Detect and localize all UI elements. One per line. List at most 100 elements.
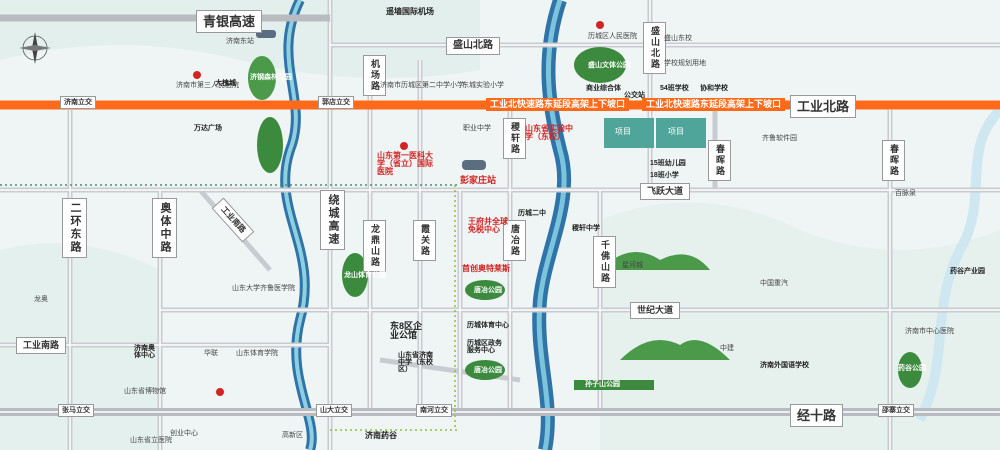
park-tangye <box>465 280 505 300</box>
park-sunzi <box>574 380 654 390</box>
poi-zhixun: 职业中学 <box>463 125 491 132</box>
poi-gongyuan: 公交站 <box>624 92 645 99</box>
road-label-longding: 龙鼎山路 <box>363 220 386 272</box>
river-east <box>915 106 1000 423</box>
road-label-yuanshan: 盛山北路 <box>446 37 500 55</box>
road-label-yuanshan-vert: 盛山北路 <box>643 22 666 74</box>
road-label-aoti: 奥体中路 <box>152 198 177 258</box>
poi-yaogu-park: 药谷产业园 <box>950 268 985 275</box>
poi-shihua: 百脉泉 <box>895 190 916 197</box>
park-tangye-2 <box>465 360 505 380</box>
poi-tangye-park: 唐冶公园 <box>474 287 502 294</box>
poi-licheng-hosp: 山东省立医院 <box>130 437 172 444</box>
road-label-gongye-south: 工业南路 <box>16 337 67 354</box>
poi-jinan-yaocheng: 济南药谷 <box>365 431 397 440</box>
poi-xiehe: 协和学校 <box>700 85 728 92</box>
poi-shandong-tiyu: 山东体育学院 <box>236 350 278 357</box>
poi-primary-18: 18班小学 <box>650 172 679 179</box>
poi-gaoxin: 高新区 <box>282 432 303 439</box>
poi-jinan-zhong: 山东省济南中学（东校区） <box>398 352 433 373</box>
poi-ydyl: 中国重汽 <box>760 280 788 287</box>
station-pengjia: 彭家庄站 <box>460 175 497 185</box>
mountain-2 <box>620 340 730 360</box>
compass-icon <box>19 32 51 64</box>
park-wanda <box>257 117 283 173</box>
poi-jinan-foreign: 济南外国语学校 <box>760 362 809 369</box>
poi-hospital-3: 济南市第三人民医院 <box>176 82 239 89</box>
road-label-banner: 工业北快速路东延段高架上下坡口 <box>486 98 630 111</box>
project-block-1 <box>604 118 654 148</box>
road-label-xiaguan: 霞关路 <box>413 220 436 261</box>
poi-hualian: 华联 <box>204 350 218 357</box>
poi-zhaohuo: 商业综合体 <box>586 85 621 92</box>
interchange-gujia: 郭店立交 <box>318 96 354 109</box>
road-label-jingshi: 经十路 <box>790 404 844 427</box>
poi-longao: 龙奥 <box>34 296 48 303</box>
road-label-erhuan: 二环东路 <box>62 198 87 258</box>
poi-tangye-park-2: 唐冶公园 <box>474 367 502 374</box>
poi-hospital-left: 历城区人民医院 <box>588 33 637 40</box>
poi-school-54: 54班学校 <box>660 85 689 92</box>
poi-xuefu: 学校规划用地 <box>664 60 706 67</box>
hospital-cross-icon <box>193 21 604 396</box>
road-label-jixuan: 稷轩路 <box>503 118 526 159</box>
park-longshan <box>574 47 626 83</box>
road-label-qianfo: 千佛山路 <box>593 236 616 288</box>
poi-licheng-2: 历城二中 <box>518 210 546 217</box>
poi-airport: 遥墙国际机场 <box>386 7 434 16</box>
project-block-2 <box>656 118 706 148</box>
poi-kindergarten: 15班幼儿园 <box>650 160 686 167</box>
road-label-banner: 工业北快速路东延段高架上下坡口 <box>642 98 786 111</box>
road-label-gongye-north: 工业北路 <box>790 95 857 118</box>
poi-shandong-fudan: 山东大学齐鲁医学院 <box>232 285 295 292</box>
poi-licheng-fuwu: 历城区政务服务中心 <box>467 340 502 354</box>
poi-sanlong: 济钢森林公园 <box>250 74 292 81</box>
park-sanlong <box>248 56 276 100</box>
poi-yingxiang: 山东省博物馆 <box>124 388 166 395</box>
interchange-shaozhai: 邵寨立交 <box>878 404 914 417</box>
poi-center-bank: 济南市中心医院 <box>905 328 954 335</box>
poi-dongcheng: 东城实验小学 <box>462 82 504 89</box>
poi-wanda: 万达广场 <box>194 125 222 132</box>
park-east <box>898 352 922 388</box>
poi-sunzi-park: 孙子山公园 <box>585 381 620 388</box>
poi-licheng-tiyu: 历城体育中心 <box>467 322 509 329</box>
road-label-feiyue: 飞跃大道 <box>640 183 691 200</box>
park-longshan-tiyu <box>342 253 368 297</box>
poi-jixuan-zhong: 稷轩中学 <box>572 225 600 232</box>
parks <box>248 47 922 390</box>
interchange-shanda: 山大立交 <box>316 404 352 417</box>
river-right-highlight <box>536 0 567 450</box>
poi-aviation: 王府井全球免税中心 <box>468 217 508 234</box>
poi-zhongjian: 中建 <box>720 345 734 352</box>
project-label-2: 项目 <box>668 127 684 136</box>
project-label-1: 项目 <box>615 127 631 136</box>
road-label-chunbo: 春晖路 <box>708 140 731 181</box>
road-label-chunbo2: 春晖路 <box>882 140 905 181</box>
poi-longshan-tiyu: 龙山体育公园 <box>344 272 386 279</box>
station-jinan-east: 济南东站 <box>226 38 254 45</box>
river-left-highlight <box>283 0 314 450</box>
poi-chuangye: 创业中心 <box>170 430 198 437</box>
interchange-zhangma: 张马立交 <box>58 404 94 417</box>
poi-aoti-center: 济南奥体中心 <box>134 345 155 359</box>
poi-datongcheng: 大槐城 <box>215 80 236 87</box>
poi-shougang: 首创奥特莱斯 <box>462 264 510 273</box>
poi-qifeng: 齐鲁软件园 <box>762 135 797 142</box>
road-label-jichang: 机场路 <box>363 55 386 96</box>
poi-xinghe: 星河城 <box>622 262 643 269</box>
poi-yao-park2: 药谷公园 <box>898 365 926 372</box>
poi-dongba: 东8区企业公馆 <box>390 321 423 340</box>
poi-hospital-shandong: 山东第一医科大学（省立）国际医院 <box>377 151 433 176</box>
poi-longshan-park: 盛山文体公园 <box>588 62 630 69</box>
road-label-shiji: 世纪大道 <box>630 302 681 319</box>
road-label-qingyin: 青银高速 <box>196 10 263 33</box>
road-label-tangye: 唐冶路 <box>503 220 526 261</box>
poi-shandong-zhong: 山东省实验中学（东校） <box>525 124 573 141</box>
interchange-jinan: 济南立交 <box>60 96 96 109</box>
poi-yuanshan-xiao: 盛山东校 <box>664 35 692 42</box>
road-label-raocheng: 绕城高速 <box>320 190 345 250</box>
interchange-nanhuo: 南河立交 <box>416 404 452 417</box>
mountain-1 <box>600 252 710 270</box>
